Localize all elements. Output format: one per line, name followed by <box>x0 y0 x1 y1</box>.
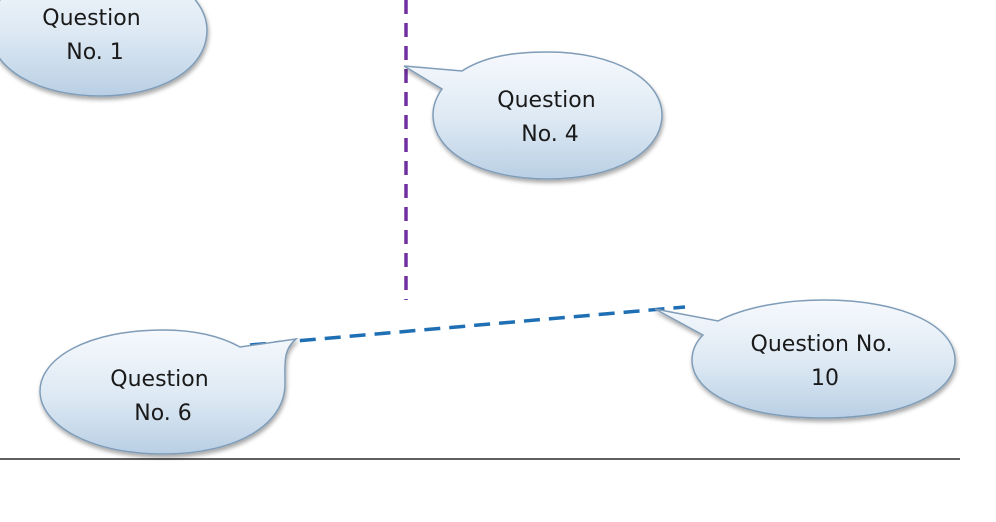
callout-bubble <box>403 51 663 180</box>
callout-bubble <box>39 329 299 455</box>
callout-line: Question No. <box>751 332 893 357</box>
callout-line: 10 <box>811 366 839 391</box>
svg-text:Question No. 4: Question No. 4 <box>497 88 602 147</box>
callout-question-10: Question No. 10 <box>654 299 956 419</box>
callout-line: Question <box>110 367 208 392</box>
callout-line: No. 1 <box>66 40 124 65</box>
svg-text:Question No. 1: Question No. 1 <box>42 6 147 65</box>
callout-question-1: Question No. 1 <box>0 0 208 97</box>
svg-text:Question No. 6: Question No. 6 <box>110 367 215 426</box>
callout-line: Question <box>42 6 140 31</box>
horizontal-dashed-line <box>249 305 686 347</box>
callout-line: No. 4 <box>521 122 579 147</box>
callout-bubble <box>0 0 208 97</box>
callout-question-6: Question No. 6 <box>39 329 299 455</box>
svg-text:Question No. 10: Question No. 10 <box>751 332 900 391</box>
callout-bubble <box>654 299 956 419</box>
callout-line: No. 6 <box>134 401 192 426</box>
callout-line: Question <box>497 88 595 113</box>
callout-question-4: Question No. 4 <box>403 51 663 180</box>
